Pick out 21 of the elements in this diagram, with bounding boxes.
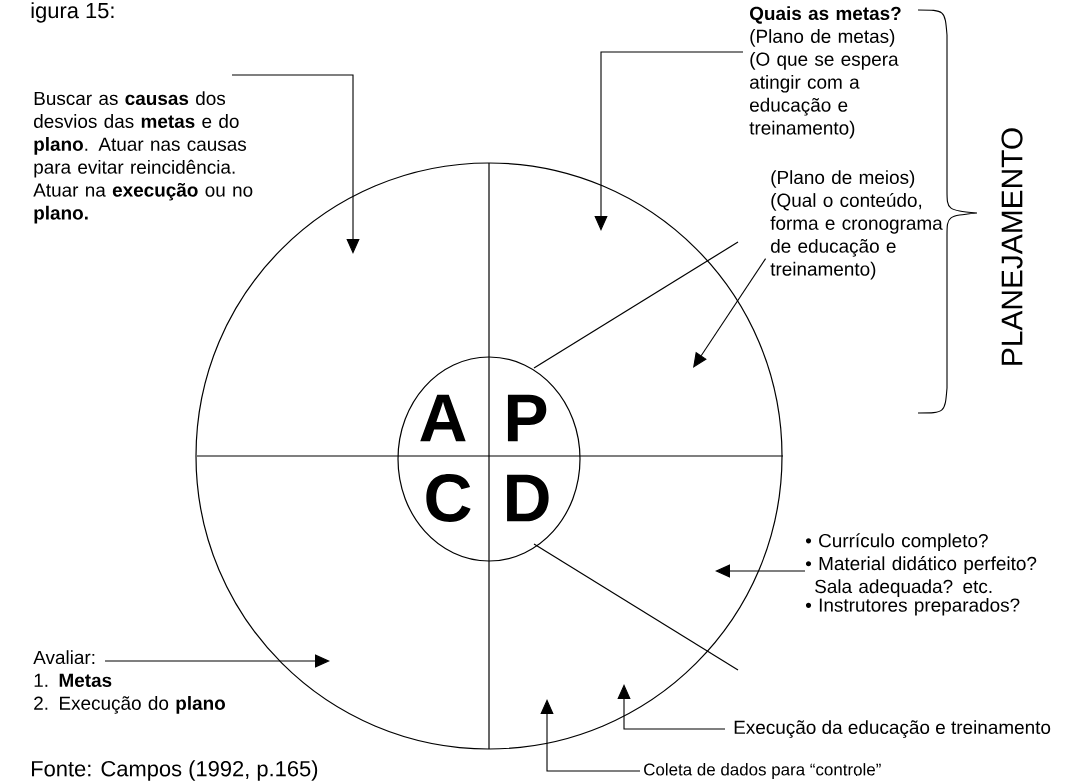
source-note: Fonte: Campos (1992, p.165)	[32, 760, 318, 781]
figure-caption: igura 15:	[31, 2, 114, 23]
annotation-text: Coleta de dados para “controle”	[644, 763, 881, 779]
arrow	[594, 51, 744, 231]
arrow	[540, 699, 641, 772]
cycle-letter: D	[507, 474, 549, 522]
arrow	[104, 654, 330, 668]
annotation-text: Quais as metas? (Plano de metas) (O que se espera atingir com a educação e treinamento)	[749, 6, 901, 139]
annotation-text: • Currículo completo? • Material didático perfeito? Sala adequada? etc. • Instrutores preparados?	[805, 533, 1037, 616]
annotation-text: Avaliar: 1. Metas 2. Execução do plano	[33, 650, 225, 714]
side-label: PLANEJAMENTO	[1001, 128, 1023, 365]
cycle-letter: P	[507, 394, 547, 442]
arrow	[231, 74, 360, 254]
cycle-letter: A	[420, 394, 466, 442]
cycle-letter: C	[426, 474, 471, 522]
annotation-text: Buscar as causas dos desvios das metas e do plano. Atuar nas causas para evitar reincidência. Atuar na execução ou no plano.	[33, 91, 253, 224]
annotation-text: Execução da educação e treinamento	[734, 720, 1051, 738]
arrow	[715, 564, 806, 578]
annotation-text: (Plano de meios) (Qual o conteúdo, forma e cronograma de educação e treinamento)	[770, 170, 943, 280]
arrow	[617, 684, 726, 730]
arrow	[693, 258, 767, 368]
